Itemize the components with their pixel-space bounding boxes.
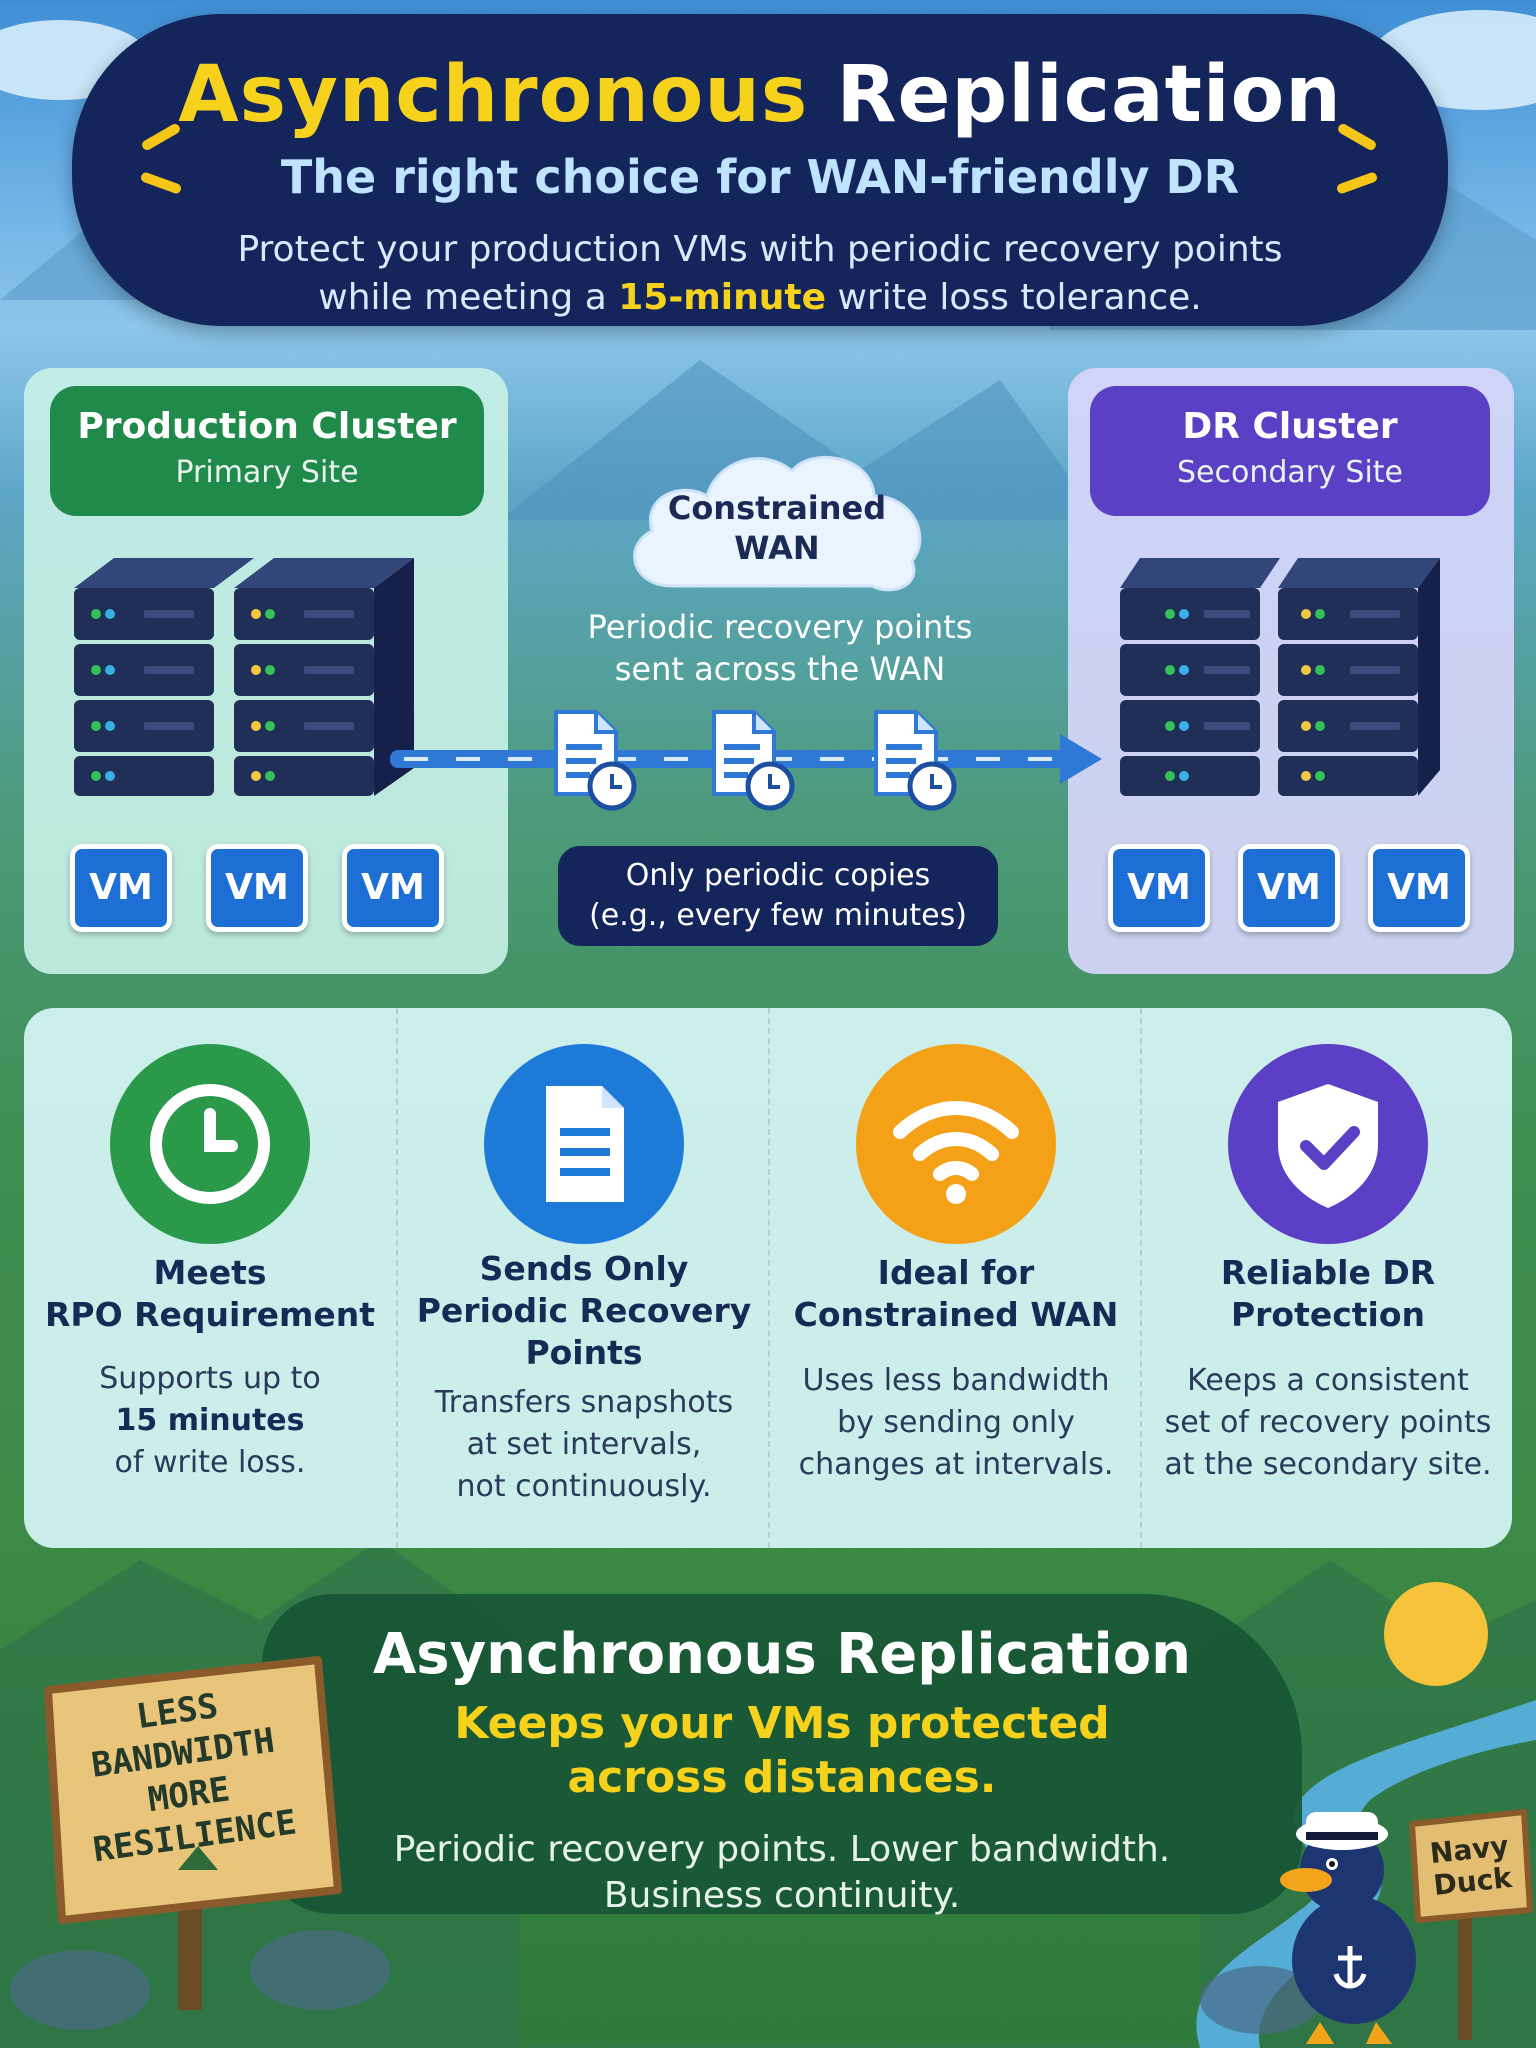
dr-vm-1: VM (1108, 844, 1210, 932)
clock-icon (110, 1044, 310, 1244)
title-part-2: Replication (836, 50, 1342, 140)
benefit-reliable-dr-title: Reliable DR Protection (1152, 1252, 1504, 1336)
production-cluster-title: Production Cluster (77, 406, 457, 447)
description-line-1: Protect your production VMs with periodi… (237, 229, 1283, 270)
benefit-periodic-points-title-line-1: Sends Only (479, 1249, 689, 1288)
replication-arrow (380, 700, 1110, 820)
benefit-periodic-points-text-line-3: not continuously. (456, 1469, 712, 1504)
wooden-sign-icon (44, 1656, 342, 2010)
cloud-label: Constrained WAN (612, 488, 942, 568)
dr-vm-3: VM (1368, 844, 1470, 932)
benefit-periodic-points-badge (484, 1044, 684, 1244)
benefit-rpo-text-line-2: 15 minutes (34, 1400, 386, 1442)
benefit-constrained-wan-title-line-1: Ideal for (877, 1253, 1035, 1292)
dr-server-rack-icon (1120, 558, 1440, 796)
production-cluster-panel: Production Cluster Primary Site (24, 368, 508, 974)
footer-text-line-2: Business continuity. (603, 1875, 961, 1916)
production-cluster-header: Production Cluster Primary Site (50, 386, 484, 516)
footer-subtitle-line-1: Keeps your VMs protected (454, 1698, 1110, 1749)
footer-subtitle: Keeps your VMs protected across distance… (262, 1697, 1302, 1805)
wan-note-line-1: Periodic recovery points (587, 608, 973, 646)
benefit-periodic-points-title-line-3: Points (525, 1333, 643, 1372)
cloud-icon (633, 455, 922, 592)
description-highlight: 15-minute (618, 277, 826, 318)
benefit-periodic-points-text-line-2: at set intervals, (466, 1427, 702, 1462)
duck-icon (1280, 1809, 1533, 2044)
benefit-constrained-wan-text-line-1: Uses less bandwidth (802, 1363, 1110, 1398)
production-cluster-subtitle: Primary Site (175, 455, 359, 490)
footer-banner: Asynchronous Replication Keeps your VMs … (262, 1594, 1302, 1916)
benefit-rpo-text-line-3: of write loss. (114, 1445, 306, 1480)
benefit-constrained-wan-title-line-2: Constrained WAN (793, 1295, 1119, 1334)
dr-cluster-title: DR Cluster (1182, 406, 1398, 447)
cloud-label-line-1: Constrained (667, 489, 887, 527)
header-banner: Asynchronous Replication The right choic… (72, 14, 1448, 326)
benefit-rpo: Meets RPO Requirement Supports up to 15 … (24, 1008, 396, 1548)
benefits-panel: Meets RPO Requirement Supports up to 15 … (24, 1008, 1512, 1548)
benefit-periodic-points-text: Transfers snapshots at set intervals, no… (408, 1382, 760, 1508)
shield-check-icon (1228, 1044, 1428, 1244)
dr-cluster-header: DR Cluster Secondary Site (1090, 386, 1490, 516)
cloud-label-line-2: WAN (734, 529, 820, 567)
production-vm-1: VM (70, 844, 172, 932)
footer-text: Periodic recovery points. Lower bandwidt… (262, 1827, 1302, 1919)
title-part-1: Asynchronous (178, 50, 809, 140)
production-vm-3: VM (342, 844, 444, 932)
benefit-rpo-badge (110, 1044, 310, 1244)
wooden-sign: LESS BANDWIDTH MORE RESILIENCE (28, 1650, 348, 2010)
benefit-reliable-dr: Reliable DR Protection Keeps a consisten… (1140, 1008, 1512, 1548)
benefit-periodic-points-title-line-2: Periodic Recovery (416, 1291, 752, 1330)
footer-subtitle-line-2: across distances. (567, 1752, 997, 1803)
recovery-point-document-icon (554, 710, 637, 811)
benefit-reliable-dr-text-line-1: Keeps a consistent (1187, 1363, 1469, 1398)
benefit-periodic-points-title: Sends Only Periodic Recovery Points (408, 1248, 760, 1374)
benefit-reliable-dr-text-line-2: set of recovery points (1164, 1405, 1492, 1440)
benefit-rpo-text: Supports up to 15 minutes of write loss. (34, 1358, 386, 1484)
wifi-icon (856, 1044, 1056, 1244)
benefit-reliable-dr-badge (1228, 1044, 1428, 1244)
dr-cluster-subtitle: Secondary Site (1176, 455, 1403, 490)
page-title: Asynchronous Replication (72, 50, 1448, 140)
copies-line-1: Only periodic copies (625, 858, 931, 893)
benefit-rpo-title-line-2: RPO Requirement (44, 1295, 376, 1334)
document-icon (484, 1044, 684, 1244)
recovery-point-document-icon (874, 710, 957, 811)
benefit-reliable-dr-title-line-1: Reliable DR (1220, 1253, 1436, 1292)
benefit-reliable-dr-title-line-2: Protection (1230, 1295, 1426, 1334)
benefit-constrained-wan-badge (856, 1044, 1056, 1244)
production-vm-2: VM (206, 844, 308, 932)
benefit-reliable-dr-text: Keeps a consistent set of recovery point… (1152, 1360, 1504, 1486)
benefit-periodic-points-text-line-1: Transfers snapshots (434, 1385, 734, 1420)
copies-line-2: (e.g., every few minutes) (589, 898, 967, 933)
wan-cloud: Constrained WAN (612, 436, 942, 606)
duck-sign-text: Navy Duck (1413, 1828, 1529, 1903)
dr-vm-2: VM (1238, 844, 1340, 932)
benefit-rpo-text-bold: 15 minutes (115, 1403, 305, 1438)
description-pre: while meeting a (318, 277, 619, 318)
production-server-rack-icon (74, 558, 414, 796)
description-post: write loss tolerance. (826, 277, 1202, 318)
wan-note: Periodic recovery points sent across the… (560, 606, 1000, 690)
footer-text-line-1: Periodic recovery points. Lower bandwidt… (393, 1829, 1171, 1870)
recovery-point-document-icon (712, 710, 795, 811)
sign-text: LESS BANDWIDTH MORE RESILIENCE (65, 1676, 306, 1873)
benefit-periodic-points: Sends Only Periodic Recovery Points Tran… (396, 1008, 768, 1548)
benefit-rpo-title: Meets RPO Requirement (34, 1252, 386, 1336)
benefit-constrained-wan-title: Ideal for Constrained WAN (780, 1252, 1132, 1336)
benefit-reliable-dr-text-line-3: at the secondary site. (1164, 1447, 1492, 1482)
navy-duck-mascot: Navy Duck (1280, 1760, 1536, 2048)
benefit-rpo-title-line-1: Meets (153, 1253, 267, 1292)
benefit-constrained-wan-text-line-3: changes at intervals. (798, 1447, 1114, 1482)
benefit-constrained-wan-text: Uses less bandwidth by sending only chan… (780, 1360, 1132, 1486)
description-line-2: while meeting a 15-minute write loss tol… (72, 274, 1448, 322)
dr-cluster-panel: DR Cluster Secondary Site (1068, 368, 1514, 974)
periodic-copies-note: Only periodic copies (e.g., every few mi… (558, 846, 998, 946)
page-description: Protect your production VMs with periodi… (72, 226, 1448, 322)
benefit-constrained-wan: Ideal for Constrained WAN Uses less band… (768, 1008, 1140, 1548)
benefit-rpo-text-line-1: Supports up to (99, 1361, 321, 1396)
footer-title: Asynchronous Replication (372, 1622, 1192, 1687)
page-subtitle: The right choice for WAN-friendly DR (280, 150, 1240, 204)
benefit-constrained-wan-text-line-2: by sending only (837, 1405, 1075, 1440)
wan-note-line-2: sent across the WAN (614, 650, 946, 688)
